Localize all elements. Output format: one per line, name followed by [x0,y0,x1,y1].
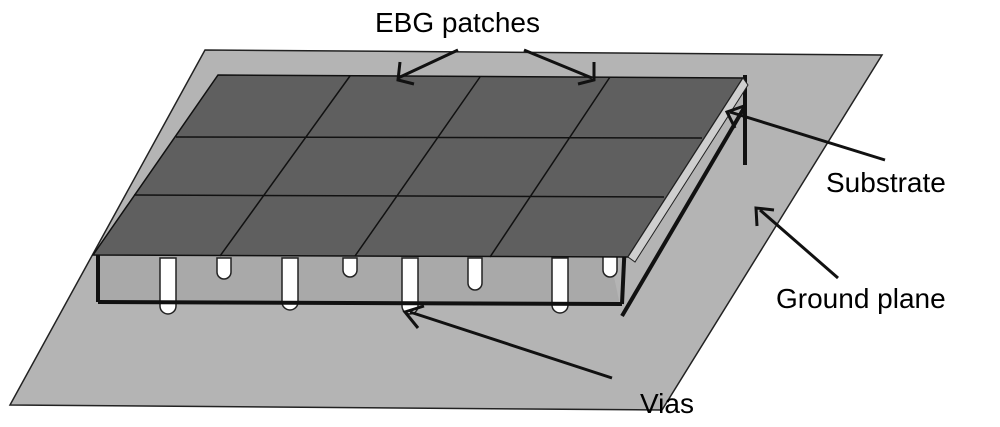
label-ebg-patches: EBG patches [375,7,540,38]
arrow-substrate [729,110,886,162]
label-ground-plane: Ground plane [776,283,946,314]
arrow-ebg-right [523,48,593,80]
patch-grid-lines [133,75,703,258]
label-substrate: Substrate [826,167,946,198]
label-vias: Vias [640,388,694,419]
via [159,257,177,315]
via [602,255,618,278]
via [467,257,483,291]
via [216,257,232,280]
via [342,257,358,278]
via [401,257,419,315]
annotation-arrows [396,48,886,380]
substrate-side-face [627,77,749,263]
arrow-ground-plane [759,208,839,280]
arrow-vias [409,310,613,380]
arrow-ebg-left [397,48,459,80]
